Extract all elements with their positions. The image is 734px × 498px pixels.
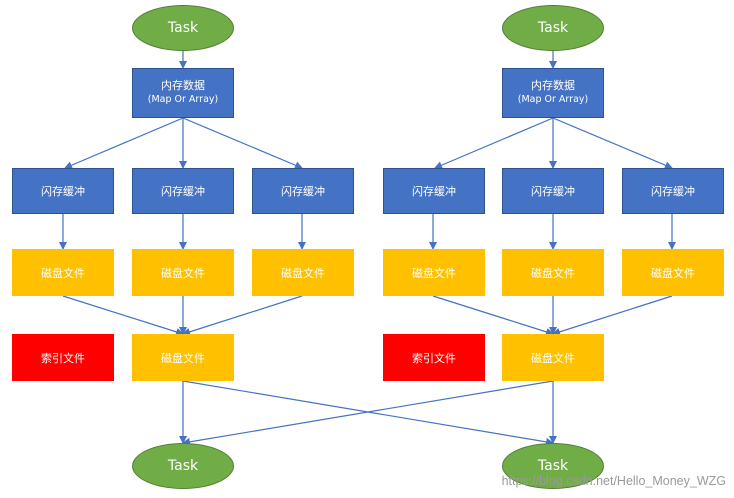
- right-memory-title: 内存数据: [531, 79, 575, 92]
- edge-right-disk-1-to-merged: [432, 295, 554, 336]
- left-disk-file-3-label: 磁盘文件: [281, 266, 325, 280]
- right-task-top[interactable]: Task: [502, 5, 604, 51]
- left-buffer-2-label: 闪存缓冲: [161, 185, 205, 198]
- right-index-file-label: 索引文件: [412, 351, 456, 365]
- right-disk-file-2-label: 磁盘文件: [531, 266, 575, 280]
- edge-right-disk-3-to-merged: [552, 295, 673, 336]
- right-task-bottom[interactable]: Task: [502, 443, 604, 489]
- edge-left-disk-3-to-merged: [182, 295, 303, 336]
- right-disk-file-2[interactable]: 磁盘文件: [502, 249, 604, 296]
- edge-right-merged-to-left-task: [182, 380, 554, 446]
- right-buffer-2[interactable]: 闪存缓冲: [502, 168, 604, 214]
- edge-left-disk-1-to-merged: [62, 295, 184, 336]
- left-memory-data[interactable]: 内存数据 (Map Or Array): [132, 68, 234, 118]
- left-index-file[interactable]: 索引文件: [12, 334, 114, 381]
- left-memory-title: 内存数据: [161, 79, 205, 92]
- left-disk-file-2[interactable]: 磁盘文件: [132, 249, 234, 296]
- left-task-bottom[interactable]: Task: [132, 443, 234, 489]
- right-buffer-3[interactable]: 闪存缓冲: [622, 168, 724, 214]
- edge-left-memory-to-buffer-3: [182, 117, 303, 169]
- right-merged-disk-file-label: 磁盘文件: [531, 351, 575, 365]
- right-buffer-1-label: 闪存缓冲: [412, 185, 456, 198]
- right-disk-file-1-label: 磁盘文件: [412, 266, 456, 280]
- left-disk-file-3[interactable]: 磁盘文件: [252, 249, 354, 296]
- right-disk-file-3-label: 磁盘文件: [651, 266, 695, 280]
- watermark: https://blog.csdn.net/Hello_Money_WZG: [501, 474, 726, 488]
- right-merged-disk-file[interactable]: 磁盘文件: [502, 334, 604, 381]
- right-task-top-label: Task: [537, 20, 569, 36]
- left-disk-file-1[interactable]: 磁盘文件: [12, 249, 114, 296]
- right-index-file[interactable]: 索引文件: [383, 334, 485, 381]
- left-buffer-3-label: 闪存缓冲: [281, 185, 325, 198]
- left-index-file-label: 索引文件: [41, 351, 85, 365]
- left-task-bottom-label: Task: [167, 458, 199, 474]
- left-buffer-1-label: 闪存缓冲: [41, 185, 85, 198]
- right-memory-sub: (Map Or Array): [517, 94, 589, 105]
- edge-right-memory-to-buffer-1: [434, 117, 554, 169]
- right-disk-file-1[interactable]: 磁盘文件: [383, 249, 485, 296]
- left-memory-sub: (Map Or Array): [147, 94, 219, 105]
- edge-left-memory-to-buffer-1: [64, 117, 184, 169]
- left-disk-file-1-label: 磁盘文件: [41, 266, 85, 280]
- left-task-top[interactable]: Task: [132, 5, 234, 51]
- right-disk-file-3[interactable]: 磁盘文件: [622, 249, 724, 296]
- left-buffer-2[interactable]: 闪存缓冲: [132, 168, 234, 214]
- left-task-top-label: Task: [167, 20, 199, 36]
- left-buffer-1[interactable]: 闪存缓冲: [12, 168, 114, 214]
- right-buffer-3-label: 闪存缓冲: [651, 185, 695, 198]
- left-merged-disk-file-label: 磁盘文件: [161, 351, 205, 365]
- left-merged-disk-file[interactable]: 磁盘文件: [132, 334, 234, 381]
- right-buffer-2-label: 闪存缓冲: [531, 185, 575, 198]
- right-task-bottom-label: Task: [537, 458, 569, 474]
- left-buffer-3[interactable]: 闪存缓冲: [252, 168, 354, 214]
- right-buffer-1[interactable]: 闪存缓冲: [383, 168, 485, 214]
- right-memory-data[interactable]: 内存数据 (Map Or Array): [502, 68, 604, 118]
- edge-right-memory-to-buffer-3: [552, 117, 673, 169]
- left-disk-file-2-label: 磁盘文件: [161, 266, 205, 280]
